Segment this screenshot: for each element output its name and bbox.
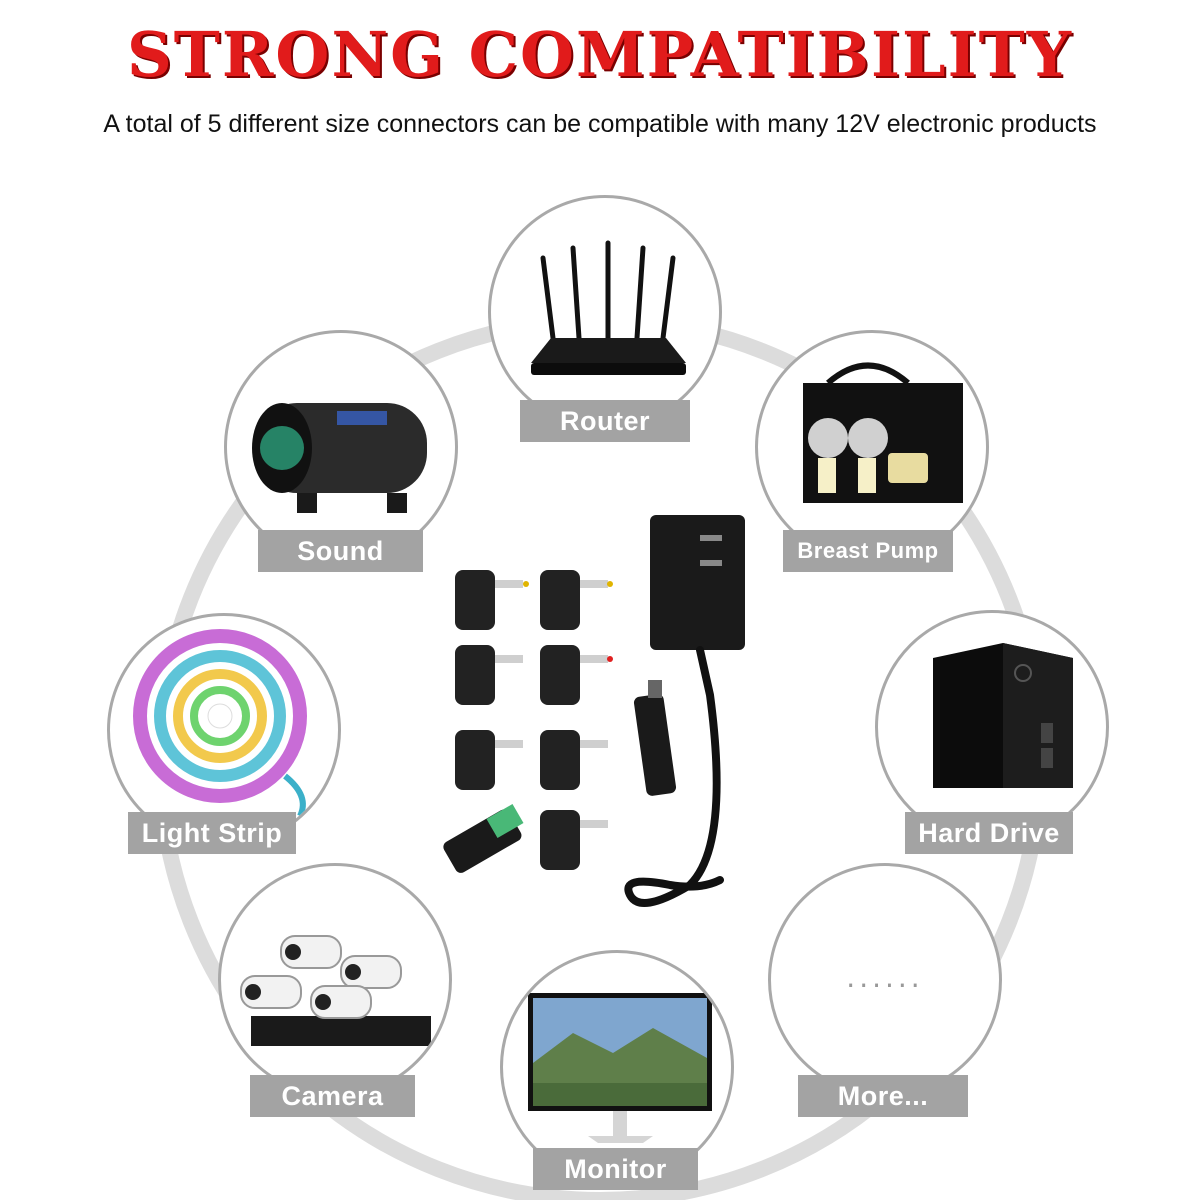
sound-label: Sound [258, 530, 423, 572]
monitor-icon [528, 993, 712, 1143]
breast-pump-label: Breast Pump [783, 530, 953, 572]
light-strip-label: Light Strip [128, 812, 296, 854]
router-icon [531, 240, 686, 375]
more-dots: ...... [846, 961, 924, 994]
light-strip-circle [107, 613, 341, 847]
router-circle [488, 195, 722, 429]
page-title: STRONG COMPATIBILITY [127, 18, 1073, 91]
camera-circle [218, 863, 452, 1097]
hard-drive-label: Hard Drive [905, 812, 1073, 854]
speaker-icon [252, 403, 427, 513]
breast-pump-circle [755, 330, 989, 564]
monitor-circle [500, 950, 734, 1184]
more-label: More... [798, 1075, 968, 1117]
sound-circle [224, 330, 458, 564]
camera-icon [240, 935, 431, 1046]
router-label: Router [520, 400, 690, 442]
breast-pump-icon [803, 362, 963, 503]
power-adapter-icon [443, 515, 745, 907]
light-strip-icon [133, 629, 307, 818]
monitor-label: Monitor [533, 1148, 698, 1190]
hard-drive-circle [875, 610, 1109, 844]
page-subtitle: A total of 5 different size connectors c… [103, 110, 1097, 138]
hard-drive-icon [933, 643, 1073, 788]
camera-label: Camera [250, 1075, 415, 1117]
more-circle: ...... [768, 863, 1002, 1097]
